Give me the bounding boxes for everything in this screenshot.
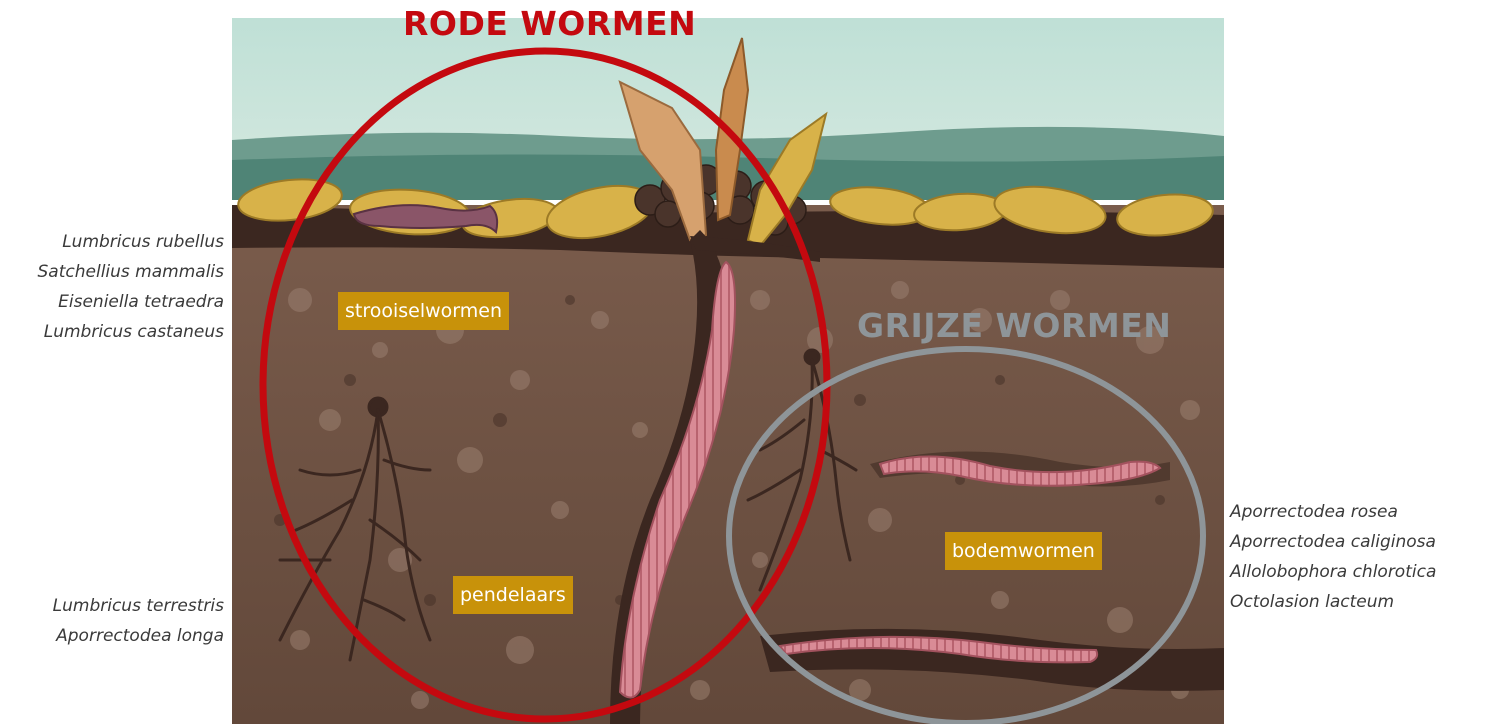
- soil-worms-label: bodemwormen: [945, 532, 1102, 570]
- species-name: Eiseniella tetraedra: [38, 287, 224, 317]
- species-name: Aporrectodea longa: [53, 621, 224, 651]
- species-name: Lumbricus castaneus: [38, 317, 224, 347]
- species-name: Aporrectodea caliginosa: [1230, 527, 1436, 557]
- litter-worm-species-list: Lumbricus rubellus Satchellius mammalis …: [38, 227, 224, 347]
- species-name: Satchellius mammalis: [38, 257, 224, 287]
- vertical-burrower-species-list: Lumbricus terrestris Aporrectodea longa: [53, 591, 224, 651]
- species-name: Octolasion lacteum: [1230, 587, 1436, 617]
- grey-worms-heading: GRIJZE WORMEN: [857, 306, 1171, 345]
- litter-worms-label: strooiselwormen: [338, 292, 509, 330]
- species-name: Allolobophora chlorotica: [1230, 557, 1436, 587]
- soil-worm-species-list: Aporrectodea rosea Aporrectodea caligino…: [1230, 497, 1436, 617]
- species-name: Aporrectodea rosea: [1230, 497, 1436, 527]
- species-name: Lumbricus terrestris: [53, 591, 224, 621]
- vertical-burrowers-label: pendelaars: [453, 576, 573, 614]
- red-worms-heading: RODE WORMEN: [403, 4, 696, 43]
- species-name: Lumbricus rubellus: [38, 227, 224, 257]
